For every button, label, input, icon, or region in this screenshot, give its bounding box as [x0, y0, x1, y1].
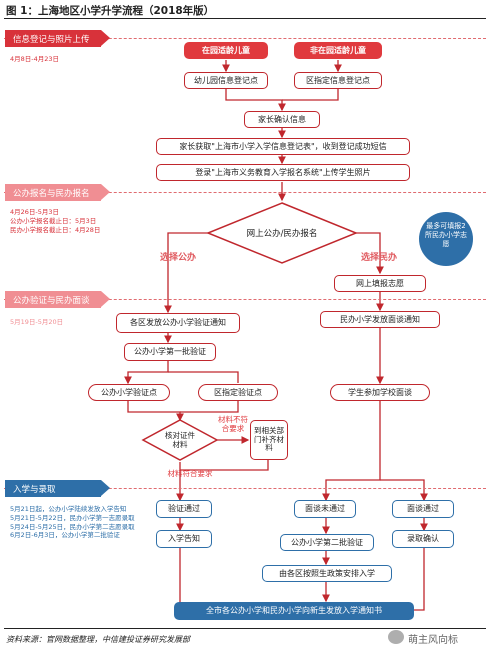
- section-tag-info: 信息登记与照片上传: [5, 30, 110, 47]
- node-not-in-school: 非在园适龄儿童: [294, 42, 382, 59]
- section-tag-admission: 入学与录取: [5, 480, 110, 497]
- watermark: 萌主风向标: [408, 635, 458, 646]
- section-divider: [4, 192, 486, 193]
- section-tag-apply: 公办报名与民办报名: [5, 184, 110, 201]
- node-private-notice: 民办小学发放面谈通知: [320, 311, 440, 328]
- title-underline: [4, 18, 486, 19]
- note-max-private: 最多可填报2所民办小学志愿: [425, 222, 467, 248]
- node-go-dept: 到相关部门补齐材料: [250, 420, 288, 460]
- section-divider: [4, 299, 486, 300]
- page-title: 图 1：上海地区小学升学流程（2018年版）: [6, 5, 215, 17]
- node-district-verify-point: 区指定验证点: [198, 384, 278, 401]
- node-public-verify-point: 公办小学验证点: [88, 384, 170, 401]
- section-dates-admission: 5月21日起，公办小学陆续发放入学告知 5月21日-5月22日，民办小学第一志愿…: [10, 505, 135, 540]
- node-online-apply: 网上公办/民办报名: [246, 229, 318, 239]
- node-student-interview: 学生参加学校面谈: [330, 384, 430, 401]
- section-dates-apply: 4月26日-5月3日 公办小学报名截止日：5月3日 民办小学报名截止日：4月28…: [10, 208, 101, 234]
- node-login-upload: 登录"上海市义务教育入学报名系统"上传学生照片: [156, 164, 410, 181]
- section-divider: [4, 38, 486, 39]
- node-interview-pass: 面谈通过: [392, 500, 454, 518]
- node-public-second-verify: 公办小学第二批验证: [280, 534, 374, 551]
- section-dates-verify: 5月19日-5月20日: [10, 318, 64, 326]
- node-verify-pass: 验证通过: [156, 500, 212, 518]
- label-docs-ok: 材料符合要求: [167, 469, 213, 478]
- wechat-icon: [388, 630, 404, 644]
- label-docs-incomplete: 材料不符合要求: [218, 415, 248, 433]
- node-check-docs: 核对证件材料: [165, 431, 195, 449]
- node-district-reg: 区指定信息登记点: [294, 72, 382, 89]
- section-tag-verify: 公办验证与民办面谈: [5, 291, 110, 308]
- footer-rule: [4, 628, 486, 629]
- node-kindergarten-reg: 幼儿园信息登记点: [184, 72, 268, 89]
- section-divider: [4, 488, 486, 489]
- node-online-wish: 网上填报志愿: [334, 275, 426, 292]
- footer-source: 资料来源：官网数据整理，中信建投证券研究发展部: [6, 635, 190, 644]
- label-choose-public: 选择公办: [160, 253, 197, 263]
- node-parent-confirm: 家长确认信息: [244, 111, 320, 128]
- node-interview-fail: 面谈未通过: [294, 500, 356, 518]
- node-public-first-verify: 公办小学第一批验证: [124, 343, 216, 361]
- node-district-arrange: 由各区按照生政策安排入学: [262, 565, 392, 582]
- node-admission-notice: 入学告知: [156, 530, 212, 548]
- label-choose-private: 选择民办: [361, 253, 398, 263]
- node-district-notice: 各区发放公办小学验证通知: [116, 313, 240, 333]
- section-dates-info: 4月8日-4月23日: [10, 55, 60, 63]
- node-in-school: 在园适龄儿童: [184, 42, 268, 59]
- node-enroll-confirm: 录取确认: [392, 530, 454, 548]
- node-parent-receive: 家长获取"上海市小学入学信息登记表"，收到登记成功短信: [156, 138, 410, 155]
- node-final: 全市各公办小学和民办小学向新生发放入学通知书: [174, 602, 414, 620]
